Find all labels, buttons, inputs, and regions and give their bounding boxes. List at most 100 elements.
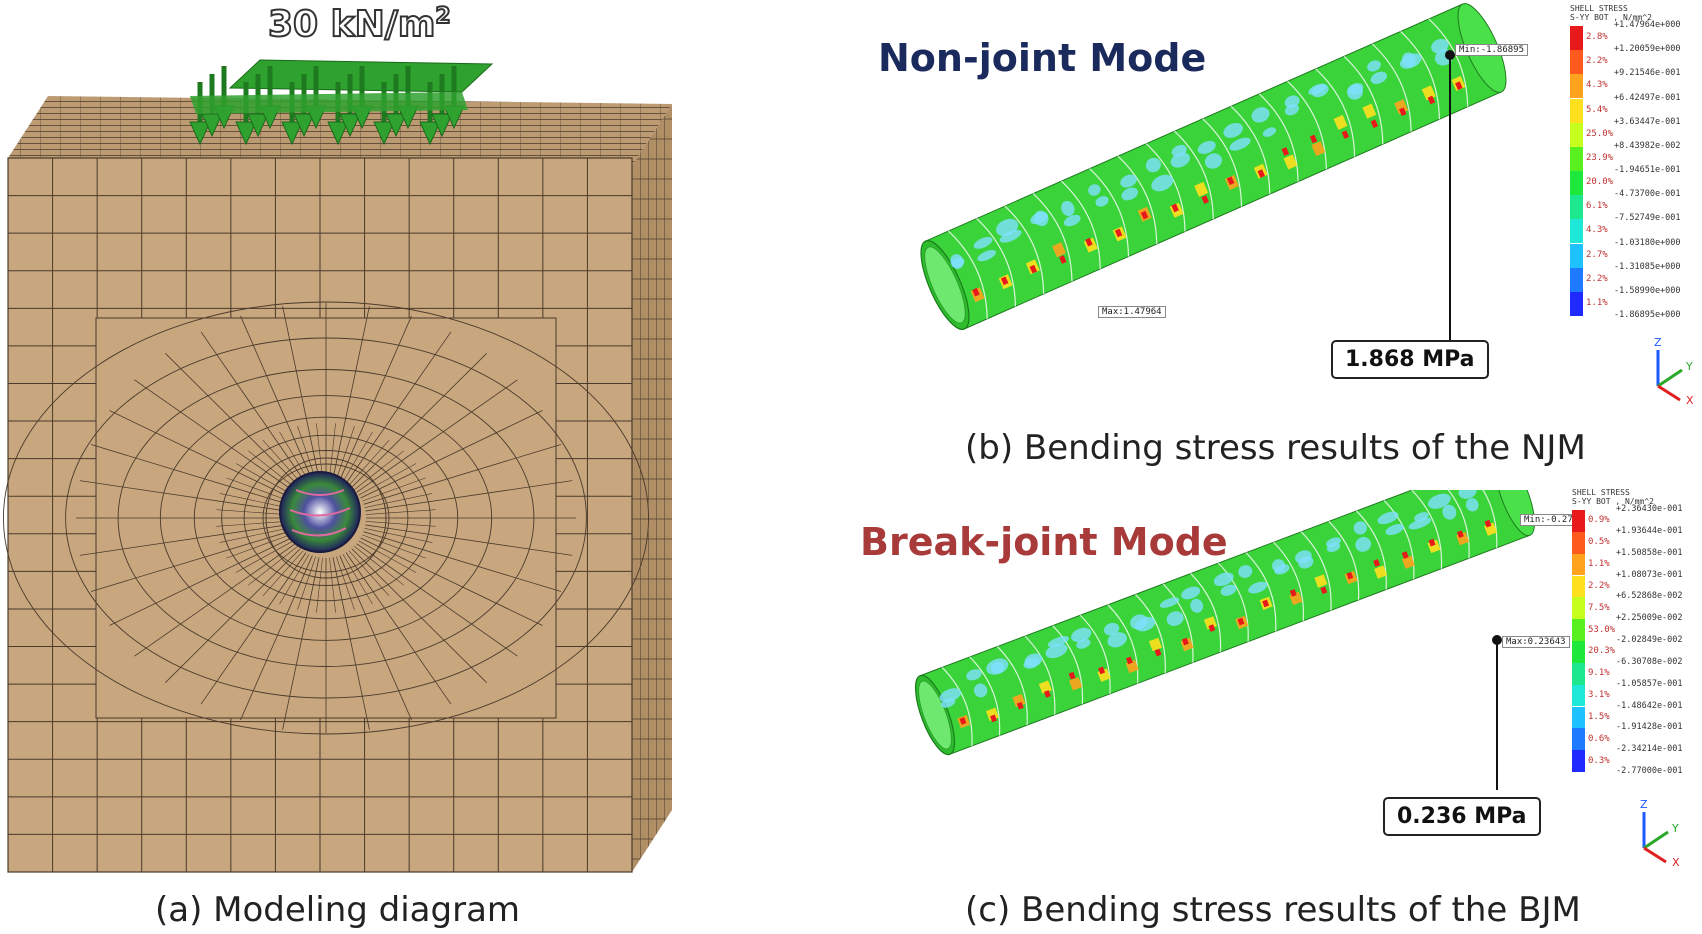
legend-percent: 25.0% bbox=[1586, 128, 1614, 139]
legend-percent: 0.5% bbox=[1588, 537, 1610, 548]
axis-x: X bbox=[1686, 394, 1694, 407]
legend-percent: 1.5% bbox=[1588, 711, 1610, 722]
legend-value: +3.63447e-001 bbox=[1614, 116, 1681, 127]
legend-swatch bbox=[1570, 122, 1583, 147]
legend-percent: 23.9% bbox=[1586, 152, 1614, 163]
title-break-joint-mode: Break-joint Mode bbox=[860, 520, 1228, 564]
caption-c: (c) Bending stress results of the BJM bbox=[965, 890, 1581, 930]
legend-percent: 6.1% bbox=[1586, 201, 1608, 212]
legend-value: -1.03180e+000 bbox=[1614, 237, 1681, 248]
legend-swatch bbox=[1572, 728, 1585, 751]
legend-swatch bbox=[1570, 291, 1583, 316]
legend-value: +6.42497e-001 bbox=[1614, 92, 1681, 103]
legend-percent: 2.7% bbox=[1586, 249, 1608, 260]
legend-swatch bbox=[1570, 74, 1583, 99]
legend-value: -2.77000e-001 bbox=[1616, 766, 1683, 776]
max-tag-njm: Max:1.47964 bbox=[1098, 306, 1166, 318]
block-side-face bbox=[632, 104, 672, 872]
tunnel-hole bbox=[279, 471, 361, 553]
tunnel-stress-plot-bjm bbox=[914, 490, 1535, 790]
legend-swatch bbox=[1572, 531, 1585, 554]
legend-value: -1.31085e+000 bbox=[1614, 261, 1681, 272]
legend-percent: 7.5% bbox=[1588, 602, 1610, 613]
legend-value: +1.93644e-001 bbox=[1616, 525, 1683, 536]
axis-y: Y bbox=[1671, 822, 1679, 835]
legend-swatch bbox=[1570, 26, 1583, 51]
axis-x: X bbox=[1672, 856, 1680, 869]
legend-value: +1.20059e+000 bbox=[1614, 44, 1681, 55]
legend-value: -2.02849e-002 bbox=[1616, 635, 1683, 645]
legend-percent: 1.1% bbox=[1588, 559, 1610, 570]
legend-swatch bbox=[1572, 553, 1585, 576]
load-label: 30 kN/m2 bbox=[267, 3, 452, 46]
legend-value: -1.86895e+000 bbox=[1614, 310, 1681, 320]
legend-unit: S-YY BOT , N/mm^2 bbox=[1572, 497, 1654, 506]
legend-value: +1.08073e-001 bbox=[1616, 569, 1683, 580]
legend-percent: 2.2% bbox=[1586, 56, 1608, 67]
legend-swatch bbox=[1572, 706, 1585, 729]
legend-value: -1.58990e+000 bbox=[1614, 285, 1681, 296]
legend-percent: 20.3% bbox=[1588, 646, 1616, 657]
max-tag-bjm: Max:0.23643 bbox=[1502, 636, 1570, 648]
legend-percent: 2.2% bbox=[1586, 273, 1608, 284]
legend-percent: 2.2% bbox=[1588, 580, 1610, 591]
min-tag-bjm: Min:-0.277 bbox=[1520, 514, 1583, 526]
legend-percent: 20.0% bbox=[1586, 177, 1614, 188]
axis-triad-bjm: Z Y X bbox=[1640, 798, 1680, 869]
legend-swatch bbox=[1570, 50, 1583, 75]
legend-value: -1.48642e-001 bbox=[1616, 700, 1683, 711]
callout-bjm: 0.236 MPa bbox=[1383, 797, 1541, 836]
legend-swatch bbox=[1572, 597, 1585, 620]
legend-value: -1.94651e-001 bbox=[1614, 165, 1681, 175]
legend-header: SHELL STRESS bbox=[1570, 4, 1628, 13]
legend-value: -1.91428e-001 bbox=[1616, 722, 1683, 733]
legend-swatch bbox=[1572, 619, 1585, 641]
axis-z: Z bbox=[1654, 336, 1662, 349]
surface-load bbox=[189, 59, 494, 146]
legend-percent: 0.9% bbox=[1588, 515, 1610, 526]
legend-swatch bbox=[1570, 267, 1583, 292]
legend-swatch bbox=[1570, 219, 1583, 244]
legend-swatch bbox=[1572, 750, 1585, 772]
legend-percent: 0.6% bbox=[1588, 733, 1610, 744]
legend-njm: SHELL STRESS S-YY BOT , N/mm^2 2.8%2.2%4… bbox=[1570, 4, 1702, 320]
legend-percent: 2.8% bbox=[1586, 32, 1608, 43]
legend-percent: 3.1% bbox=[1588, 690, 1610, 701]
legend-value: +8.43982e-002 bbox=[1614, 140, 1681, 151]
min-tag-njm: Min:-1.86895 bbox=[1455, 44, 1529, 56]
caption-a: (a) Modeling diagram bbox=[155, 890, 521, 930]
legend-swatch bbox=[1570, 98, 1583, 123]
legend-header: SHELL STRESS bbox=[1572, 488, 1630, 497]
legend-value: +9.21546e-001 bbox=[1614, 68, 1681, 79]
legend-swatch bbox=[1570, 195, 1583, 220]
legend-value: -1.05857e-001 bbox=[1616, 678, 1683, 689]
legend-scale: 2.8% 2.2% 4.3% 5.4% 25.0% 23.9% 20.0% 6.1% 4.3% 2… bbox=[1570, 20, 1702, 320]
legend-percent: 53.0% bbox=[1588, 624, 1616, 635]
caption-b: (b) Bending stress results of the NJM bbox=[965, 428, 1586, 468]
tunnel-opening bbox=[265, 457, 387, 579]
legend-swatch bbox=[1570, 171, 1583, 196]
legend-percent: 4.3% bbox=[1586, 80, 1608, 91]
legend-value: -2.34214e-001 bbox=[1616, 744, 1683, 755]
legend-percent: 0.3% bbox=[1588, 755, 1610, 766]
legend-swatch bbox=[1572, 575, 1585, 598]
callout-njm: 1.868 MPa bbox=[1331, 340, 1489, 379]
legend-swatch bbox=[1570, 243, 1583, 268]
legend-percent: 5.4% bbox=[1586, 104, 1608, 115]
legend-percent: 1.1% bbox=[1586, 297, 1608, 308]
legend-swatch bbox=[1570, 146, 1583, 171]
model-diagram bbox=[2, 59, 672, 873]
axis-triad-njm: Z Y X bbox=[1654, 336, 1694, 407]
legend-swatch bbox=[1572, 641, 1585, 663]
legend-swatch bbox=[1572, 684, 1585, 707]
legend-value: +2.25009e-002 bbox=[1616, 613, 1683, 624]
axis-z: Z bbox=[1640, 798, 1648, 811]
legend-scale: 0.9%0.5%1.1%2.2%7.5%53.0%20.3%9.1%3.1%1.… bbox=[1572, 504, 1702, 776]
legend-percent: 4.3% bbox=[1586, 225, 1608, 236]
legend-value: -6.30708e-002 bbox=[1616, 656, 1683, 667]
legend-value: +1.50858e-001 bbox=[1616, 547, 1683, 558]
legend-value: +6.52868e-002 bbox=[1616, 591, 1683, 602]
tunnel-stress-plot-njm bbox=[920, 3, 1507, 340]
legend-value: -7.52749e-001 bbox=[1614, 213, 1681, 224]
legend-value: -4.73700e-001 bbox=[1614, 189, 1681, 200]
